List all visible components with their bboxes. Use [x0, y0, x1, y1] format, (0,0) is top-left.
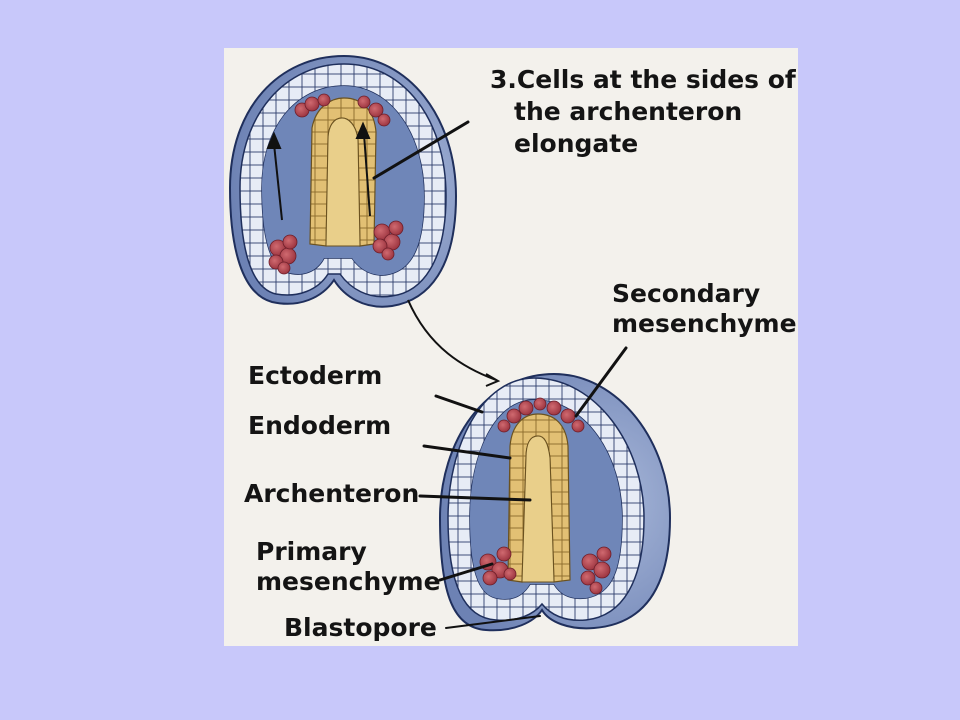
bottom-primary-mesenchyme [479, 546, 612, 595]
secondary-mesenchyme-line1: Secondary [612, 279, 761, 308]
ectoderm-label: Ectoderm [248, 361, 383, 390]
step3-number: 3. [490, 65, 517, 94]
leader-ectoderm [434, 394, 484, 414]
primary-mesenchyme-line1: Primary [256, 537, 367, 566]
step3-line3: elongate [514, 129, 639, 158]
leader-primary [438, 562, 494, 582]
bottom-embryo [438, 372, 672, 632]
transition-arrow [407, 299, 501, 387]
leader-secondary [574, 346, 628, 418]
leader-endoderm [422, 444, 512, 460]
leader-step3 [372, 120, 470, 180]
step3-line1: Cells at the sides of [516, 65, 796, 94]
step3-line2: the archenteron [514, 97, 743, 126]
top-embryo [228, 54, 458, 308]
blastopore-label: Blastopore [284, 613, 437, 642]
step3-label: 3.Cells at the sides of [490, 66, 796, 94]
primary-mesenchyme-line2: mesenchyme [256, 567, 441, 596]
leader-blastopore [445, 615, 541, 629]
top-secondary-mesenchyme [294, 93, 391, 127]
secondary-mesenchyme-line2: mesenchyme [612, 309, 797, 338]
top-primary-mesenchyme [268, 220, 404, 275]
archenteron-label: Archenteron [244, 479, 420, 508]
top-elongation-arrows [266, 121, 371, 221]
leader-lines [372, 120, 628, 629]
endoderm-label: Endoderm [248, 411, 392, 440]
bottom-archenteron-lumen [521, 435, 555, 583]
leader-archenteron [418, 494, 532, 502]
figure-panel: 3.Cells at the sides of the archenteron … [224, 48, 798, 646]
embryo-diagram [228, 54, 672, 632]
bottom-secondary-mesenchyme [497, 397, 585, 433]
top-archenteron-lumen [325, 117, 361, 247]
